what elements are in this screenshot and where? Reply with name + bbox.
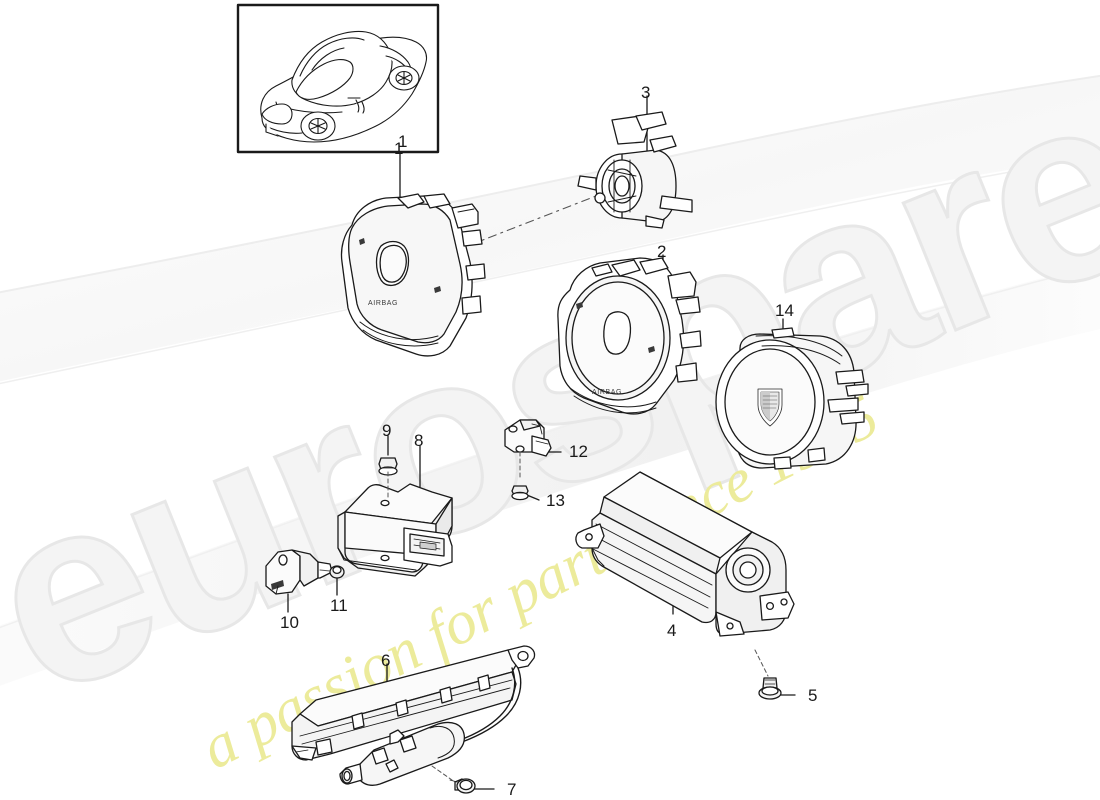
callout-label-7: 7 [507,780,517,799]
callout-label-1: 1 [394,139,404,158]
callout-label-5: 5 [808,686,818,705]
callout-label-10: 10 [280,613,299,632]
part-passenger-airbag-module [575,471,795,637]
vehicle-inset-box [236,3,440,154]
callout-label-2: 2 [657,242,667,261]
background-swoosh-top [0,75,1100,382]
part-driver-airbag-module: AIRBAG [340,193,486,357]
part-clock-spring [577,111,693,229]
part-bolt-5 [758,677,782,700]
assembly-dash-line [469,195,597,246]
airbag-wordmark-2: AIRBAG [592,389,622,396]
part-nut-13 [511,485,529,501]
callout-label-3: 3 [641,83,651,102]
callout-label-8: 8 [414,431,424,450]
part-crash-sensor-12 [504,419,552,457]
part-screw-7 [449,778,476,794]
part-side-airbag-module [291,645,536,786]
airbag-wordmark-1: AIRBAG [368,300,398,307]
part-screw-11 [329,565,345,579]
part-driver-airbag-module-alt: AIRBAG [557,257,702,415]
callout-label-9: 9 [382,421,392,440]
callout-label-6: 6 [381,651,391,670]
mount-dash-7 [431,765,453,781]
callout-label-12: 12 [569,442,588,461]
callout-label-14: 14 [775,301,794,320]
callout-label-11: 11 [330,596,348,615]
callout-label-4: 4 [667,621,677,640]
background-swoosh-line-mid [0,155,1100,385]
part-horn-airbag-unit [715,327,869,470]
mount-dash-5 [754,649,769,677]
vehicle-illustration [260,30,428,143]
callout-label-13: 13 [546,491,565,510]
part-airbag-control-unit [337,483,453,577]
porsche-crest [757,388,783,427]
inset-callout-label-1: 1 [398,132,408,151]
